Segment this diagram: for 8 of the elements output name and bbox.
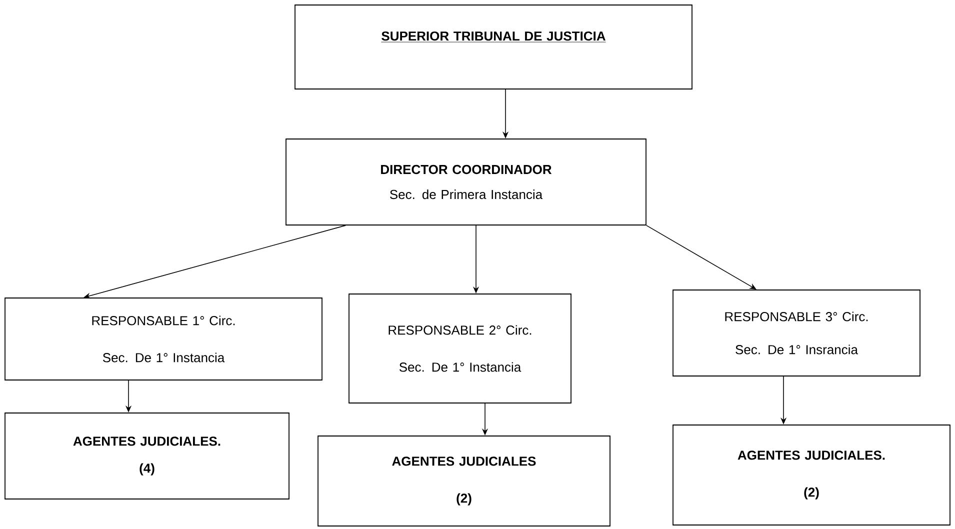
organization-box: AGENTES JUDICIALES (2) [318, 436, 610, 526]
organization-box: RESPONSABLE 1° Circ. Sec. De 1° Instancia [4, 298, 322, 380]
organization-box: RESPONSABLE 3° Circ. Sec. De 1° Insrancia [672, 290, 920, 376]
organization-box: SUPERIOR TRIBUNAL DE JUSTICIA [294, 4, 692, 90]
organization-box: DIRECTOR COORDINADOR Sec. de Primera Instancia [286, 138, 646, 226]
organization-box: AGENTES JUDICIALES. (4) [4, 412, 290, 500]
organization-box: AGENTES JUDICIALES. (2) [672, 424, 950, 526]
organization-box: RESPONSABLE 2° Circ. Sec. De 1° Instancia [348, 294, 572, 404]
